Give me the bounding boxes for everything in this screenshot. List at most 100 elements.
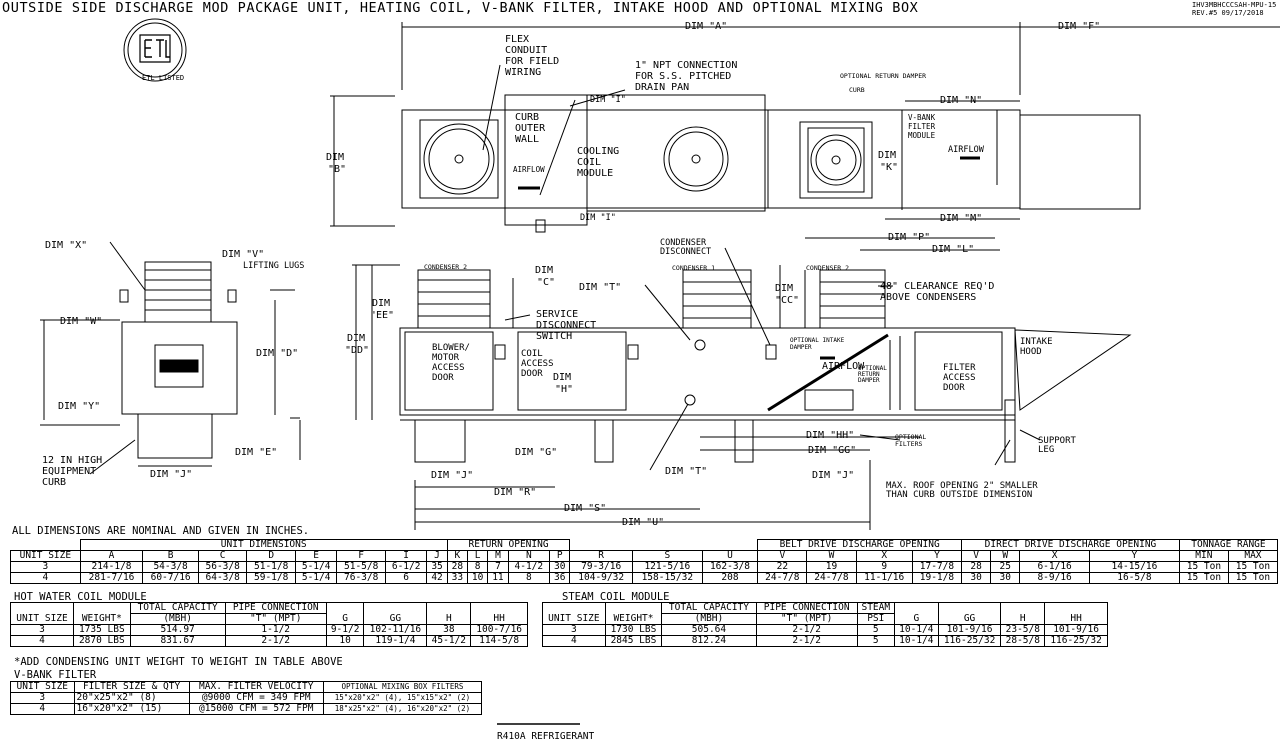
hw-r0-cell: 1-1/2: [224, 624, 327, 636]
coil-access-2: ACCESS: [521, 359, 554, 369]
airflow-left-label: AIRFLOW: [513, 165, 545, 174]
st-r1-cell: 28-5/8: [1000, 635, 1046, 647]
main-r0-cell: 28: [961, 561, 992, 573]
st-h-gg: GG: [937, 602, 1002, 625]
flex-line-4: WIRING: [505, 67, 542, 78]
cond-disc-1: CONDENSER: [660, 238, 707, 248]
main-cols-cell: V: [757, 550, 808, 562]
opt-filters-2: FILTERS: [895, 440, 923, 448]
hw-r1-cell: 119-1/4: [363, 635, 428, 647]
hw-h-hh: HH: [470, 602, 528, 625]
main-r1-cell: 36: [549, 572, 571, 584]
curb-outer-1: CURB: [515, 112, 540, 123]
st-h-hh: HH: [1044, 602, 1108, 625]
dim-k-2: "K": [880, 162, 899, 173]
condenser-1-label: CONDENSER 1: [672, 264, 716, 272]
support-2: LEG: [1038, 445, 1055, 455]
opt-return-1: OPTIONAL: [858, 365, 887, 372]
flex-line-3: FOR FIELD: [505, 56, 560, 67]
dim-n-label: DIM "N": [940, 95, 983, 106]
group-header-direct-drive: DIRECT DRIVE DISCHARGE OPENING: [961, 539, 1180, 551]
cond-disc-2: DISCONNECT: [660, 247, 712, 257]
hw-h-unit: UNIT SIZE: [9, 602, 75, 625]
group-header-unit-dimensions: UNIT DIMENSIONS: [79, 539, 448, 551]
main-cols-cell: N: [507, 550, 551, 562]
main-cols-cell: UNIT SIZE: [10, 550, 81, 562]
main-r1-cell: 76-3/8: [336, 572, 386, 584]
clearance-1: 48" CLEARANCE REQ'D: [880, 281, 995, 292]
main-r0-cell: 5-1/4: [294, 561, 338, 573]
hw-r0-cell: 1735 LBS: [73, 624, 131, 636]
st-r0-cell: 505.64: [661, 624, 757, 636]
main-cols-cell: Y: [911, 550, 963, 562]
st-r0-cell: 2-1/2: [755, 624, 858, 636]
dim-p-label: DIM "P": [888, 232, 931, 243]
dim-f-label: DIM "F": [1058, 21, 1101, 32]
steam-title: STEAM COIL MODULE: [562, 591, 670, 603]
hw-r1-cell: 2-1/2: [224, 635, 327, 647]
main-r0-cell: 214-1/8: [79, 561, 144, 573]
hw-r1-cell: 114-5/8: [470, 635, 528, 647]
side-view: [352, 247, 1132, 530]
main-cols-cell: S: [631, 550, 703, 562]
vb-r0-cell: @9000 CFM = 349 FPM: [188, 692, 324, 704]
note-nominal: ALL DIMENSIONS ARE NOMINAL AND GIVEN IN …: [12, 525, 310, 537]
st-sub-mbh: (MBH): [661, 613, 757, 625]
blower-2: MOTOR: [432, 353, 460, 363]
main-r0-cell: 30: [549, 561, 571, 573]
dim-x-label: DIM "X": [45, 240, 88, 251]
main-cols-cell: B: [142, 550, 199, 562]
hw-r0-cell: 9-1/2: [325, 624, 365, 636]
main-r1-cell: 6: [384, 572, 428, 584]
hw-r0-cell: 100-7/16: [470, 624, 528, 636]
refrigerant-label: R410A REFRIGERANT: [497, 731, 595, 742]
opt-return-3: DAMPER: [858, 377, 880, 384]
main-r0-cell: 19: [806, 561, 857, 573]
dim-v-label: DIM "V": [222, 249, 265, 260]
service-3: SWITCH: [536, 331, 573, 342]
hw-h-gg: GG: [363, 602, 428, 625]
st-h-steam: STEAM: [856, 602, 895, 614]
vb-r1-cell: 4: [10, 703, 75, 715]
main-r0-cell: 3: [10, 561, 81, 573]
doc-ref: IHV3MBHCCCSAH-MPU-15: [1192, 1, 1277, 9]
cooling-3: MODULE: [577, 168, 614, 179]
st-r1-cell: 116-25/32: [1044, 635, 1108, 647]
main-r0-cell: 51-5/8: [336, 561, 386, 573]
curb-line-3: CURB: [42, 477, 67, 488]
dim-t-bot-label: DIM "T": [665, 466, 708, 477]
hw-h-g: G: [325, 602, 365, 625]
vbank-3: MODULE: [908, 131, 936, 140]
main-r1-cell: 19-1/8: [911, 572, 963, 584]
curb-small-label: CURB: [849, 86, 865, 94]
vb-h-velocity: MAX. FILTER VELOCITY: [188, 681, 324, 693]
dim-r-label: DIM "R": [494, 487, 537, 498]
coil-access-1: COIL: [521, 349, 543, 359]
main-r1-cell: 24-7/8: [757, 572, 808, 584]
airflow-right-label: AIRFLOW: [948, 145, 984, 155]
dim-y-label: DIM "Y": [58, 401, 101, 412]
main-r1-cell: 15 Ton: [1227, 572, 1279, 584]
dim-ee-1: DIM: [372, 298, 391, 309]
vb-h-mixing: OPTIONAL MIXING BOX FILTERS: [322, 681, 483, 693]
dim-g-label: DIM "G": [515, 447, 558, 458]
hw-r0-cell: 38: [426, 624, 472, 636]
main-r0-cell: 9: [855, 561, 913, 573]
npt-line-2: FOR S.S. PITCHED: [635, 71, 732, 82]
main-cols-cell: V: [961, 550, 992, 562]
vb-r1-cell: 16"x20"x2" (15): [73, 703, 190, 715]
intake-hood-2: HOOD: [1020, 347, 1042, 357]
vb-h-filter: FILTER SIZE & QTY: [73, 681, 190, 693]
main-cols-cell: D: [246, 550, 296, 562]
main-r1-cell: 208: [701, 572, 759, 584]
filter-access-3: DOOR: [943, 383, 965, 393]
curb-outer-3: WALL: [515, 134, 540, 145]
opt-return-2: RETURN: [858, 371, 880, 378]
main-r0-cell: 15 Ton: [1227, 561, 1279, 573]
st-r1-cell: 2-1/2: [755, 635, 858, 647]
st-r1-cell: 2845 LBS: [604, 635, 663, 647]
dim-e-label: DIM "E": [235, 447, 278, 458]
dim-ee-2: "EE": [370, 310, 395, 321]
main-r0-cell: 56-3/8: [197, 561, 248, 573]
hw-r0-cell: 102-11/16: [363, 624, 428, 636]
